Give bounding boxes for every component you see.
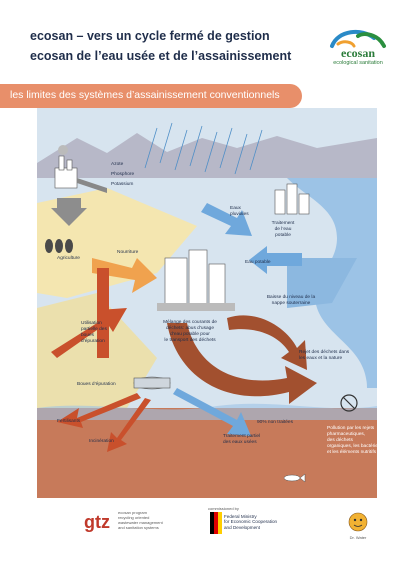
crops-icon [45,239,73,253]
label-utilisation-2: partielle des [81,327,107,332]
gtz-subtitle-line: and sanitation systems [118,525,159,530]
water-treatment-plant [274,183,310,215]
groundwater [287,258,357,308]
label-traitement-eau-3: potable [275,233,291,238]
label-baisse-2: nappe souterraine [271,301,311,306]
bmz-text: Federal Ministry for Economic Cooperatio… [224,514,277,530]
ecosan-logo: ecosan ecological sanitation [318,24,398,84]
factory-icon [54,145,78,189]
bmz-text-line: and Development [224,524,261,530]
label-rejet-2: les eaux et la nature [299,356,343,361]
gtz-subtitle-line: ecosan program [118,510,147,515]
label-eaux-pluviales-1: Eaux [230,206,241,211]
logo-name: ecosan [341,46,375,60]
mountains [37,133,377,178]
label-pollution-3: des déchets [327,438,353,443]
wastewater-flow [167,323,317,404]
label-traitement-partiel-2: des eaux usées [223,440,257,445]
gtz-subtitle: ecosan program recycling oriented wastew… [118,510,163,530]
banner-text: les limites des systèmes d’assainissemen… [10,89,280,101]
label-traitement-eau-1: Traitement [271,221,295,226]
label-utilisation-3: boues [81,333,95,338]
label-melange-2: déchets: abus d’usage [165,326,214,331]
label-utilisation-4: d’épuration [81,339,105,344]
gtz-subtitle-line: wastewater management [118,520,163,525]
fertilizer-out-arrow [57,393,141,428]
title-line-2: ecosan de l’eau usée et de l’assainissem… [30,49,292,63]
rain [144,122,263,175]
label-baisse-1: Baisse du niveau de la [266,295,316,300]
commissioned-by: commissioned by [208,506,239,511]
fertilizer-arrow [51,198,87,226]
drinking-water-arrow [249,246,302,274]
label-pollution-5: et les éléments nutritifs [327,450,377,455]
label-pollution-1: Pollution par les rejets [327,426,375,431]
logo-subtitle: ecological sanitation [333,60,383,66]
label-pollution-2: pharmaceutiques, [327,432,366,437]
section-banner: les limites des systèmes d’assainissemen… [0,84,302,108]
label-boues: Boues d’épuration [77,382,116,387]
dead-fish-icon [283,473,306,483]
label-non-traitees: 90% non traitées [257,420,294,425]
label-utilisation-1: Utilisation [81,321,102,326]
dr-water-mascot: Dr. Water [348,510,368,542]
ecosan-swirl-icon [330,29,386,48]
incineration-arrow [107,398,151,452]
bmz-text-line: Federal Ministry [224,514,257,519]
bmz-text-line: for Economic Cooperation [224,519,278,525]
label-eaux-pluviales-2: pluviales [230,212,249,217]
label-phosphore: Phosphore [111,172,135,177]
mascot-icon [348,512,368,532]
label-incineration: Incinération [89,439,114,444]
page-title: ecosan – vers un cycle fermé de gestion … [30,26,291,66]
label-melange-3: d’eau potable pour [170,332,210,337]
rainwater-arrow [201,203,252,236]
label-potassium: Potassium [111,182,134,187]
prohibited-icon [340,394,358,412]
label-melange-1: Mélange des courants de [163,320,217,325]
label-azote: Azote [111,162,124,167]
discharge-arrow [227,315,307,370]
sludge-tank-icon [133,376,171,390]
label-nourriture: Nourriture [117,250,139,255]
sludge-use-arrow [97,268,109,358]
label-traitement-partiel-1: Traitement partiel [223,434,261,439]
label-melange-4: le transport des déchets [164,338,216,343]
food-arrow [92,258,157,293]
federal-eagle-icon [210,512,222,534]
footer: gtz ecosan program recycling oriented wa… [0,500,410,575]
mascot-label: Dr. Water [349,535,367,540]
label-traitement-eau-2: de l’eau [274,227,292,232]
label-pollution-4: organiques, les bactéries [327,444,381,449]
polluted-sea [37,408,377,498]
fertilizer-flow [77,178,107,193]
city-buildings [157,249,235,311]
label-agriculture: Agriculture [57,256,80,261]
bmz-logo: Federal Ministry for Economic Cooperatio… [210,512,280,542]
gtz-logo: gtz [84,512,110,532]
label-fertilisants: Fertilisants [57,419,81,424]
label-eau-potable: Eau potable [245,260,271,265]
diagram-illustration [37,108,377,498]
treated-water-arrow [173,388,251,436]
label-rejet-1: Rejet des déchets dans [299,350,350,355]
sanitation-diagram: Azote Phosphore Potassium Eaux pluviales… [37,108,381,498]
gtz-subtitle-line: recycling oriented [118,515,150,520]
title-line-1: ecosan – vers un cycle fermé de gestion [30,29,270,43]
